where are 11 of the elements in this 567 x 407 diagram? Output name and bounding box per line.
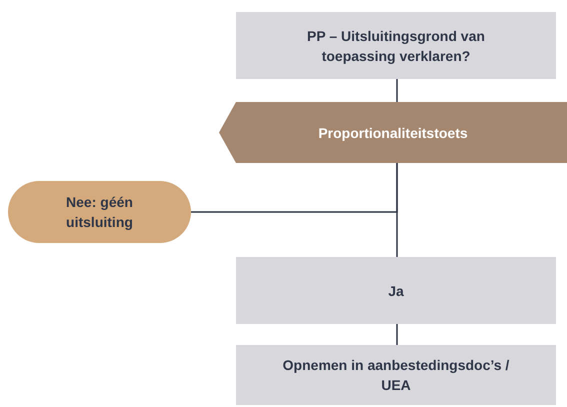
connector-line bbox=[396, 163, 398, 257]
process-box bbox=[236, 12, 556, 79]
process-box bbox=[236, 257, 556, 324]
connector-line bbox=[396, 79, 398, 102]
node-label: Opnemen in aanbestedingsdoc’s / UEA bbox=[282, 356, 510, 395]
node-label: Ja bbox=[387, 282, 405, 300]
node-label: Nee: géén uitsluiting bbox=[65, 193, 134, 232]
process-box bbox=[236, 345, 556, 405]
node-label: PP – Uitsluitingsgrond van toepassing verklaren? bbox=[306, 26, 486, 66]
connector-line bbox=[396, 324, 398, 345]
node-label: Proportionaliteitstoets bbox=[317, 124, 469, 142]
